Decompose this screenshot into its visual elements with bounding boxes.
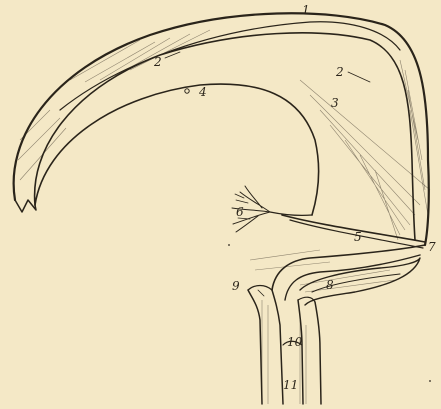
label-10: 10 (287, 335, 303, 349)
label-6: 6 (236, 205, 244, 219)
vessel-left-inner (272, 290, 283, 404)
label-11: 11 (283, 378, 298, 392)
sinus-loop (300, 258, 420, 305)
anterior-cut-edge (15, 200, 36, 212)
label-3: 3 (331, 96, 339, 110)
label-7: 7 (428, 240, 436, 254)
superior-sinus-line (60, 22, 400, 110)
vessel-right-cap (298, 297, 315, 302)
label-9: 9 (232, 279, 240, 293)
label-8: 8 (326, 278, 334, 292)
leader-lines (165, 52, 370, 296)
speck (228, 244, 230, 246)
vessel-right-inner (315, 302, 321, 404)
point-marker (185, 89, 189, 93)
vessel-left-cap (248, 286, 272, 291)
tentorium-upper (272, 245, 425, 290)
label-1: 1 (302, 3, 310, 17)
inferior-border (35, 84, 319, 215)
shading-hatch (18, 30, 430, 404)
label-5: 5 (354, 230, 362, 244)
speck (429, 380, 431, 382)
falx-outer-edge (14, 13, 429, 245)
label-4: 4 (198, 85, 207, 99)
vein-branches (232, 186, 312, 232)
label-2a: 2 (153, 55, 162, 69)
vessel-right-outer (298, 300, 303, 404)
vessel-left-outer (248, 290, 262, 404)
label-2b: 2 (335, 65, 344, 79)
